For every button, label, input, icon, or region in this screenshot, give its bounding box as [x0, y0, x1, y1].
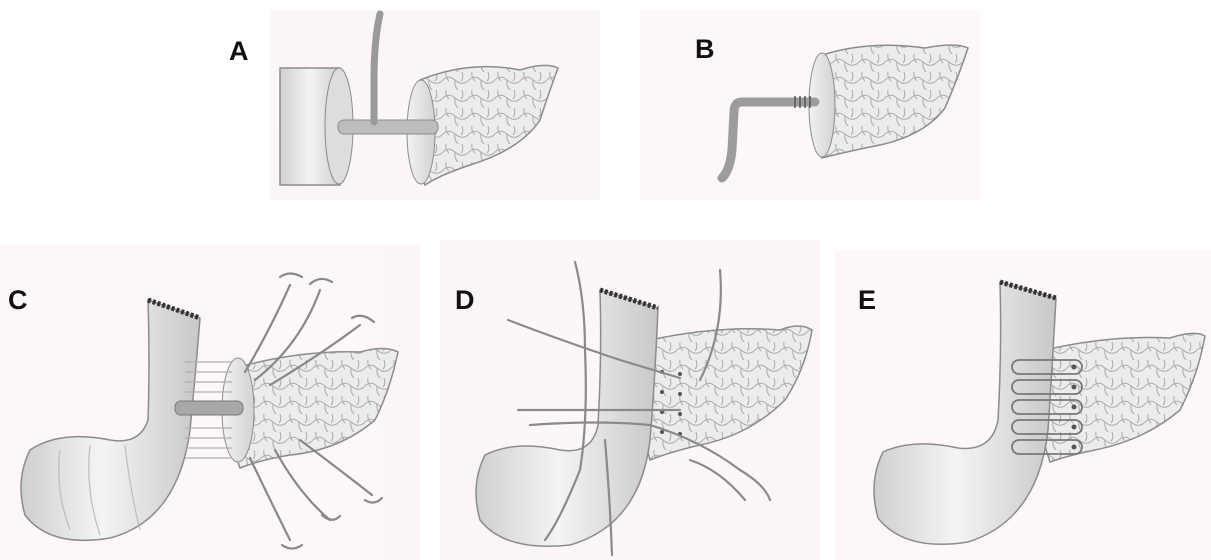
panel-label-c: C [8, 285, 28, 315]
panel-label-a: A [229, 36, 249, 66]
panel-label-d: D [455, 285, 475, 315]
pancreatic-stent [338, 120, 438, 134]
panel-label-b: B [695, 34, 715, 64]
panel-label-e: E [858, 285, 876, 315]
pancreatic-stent [175, 401, 243, 415]
